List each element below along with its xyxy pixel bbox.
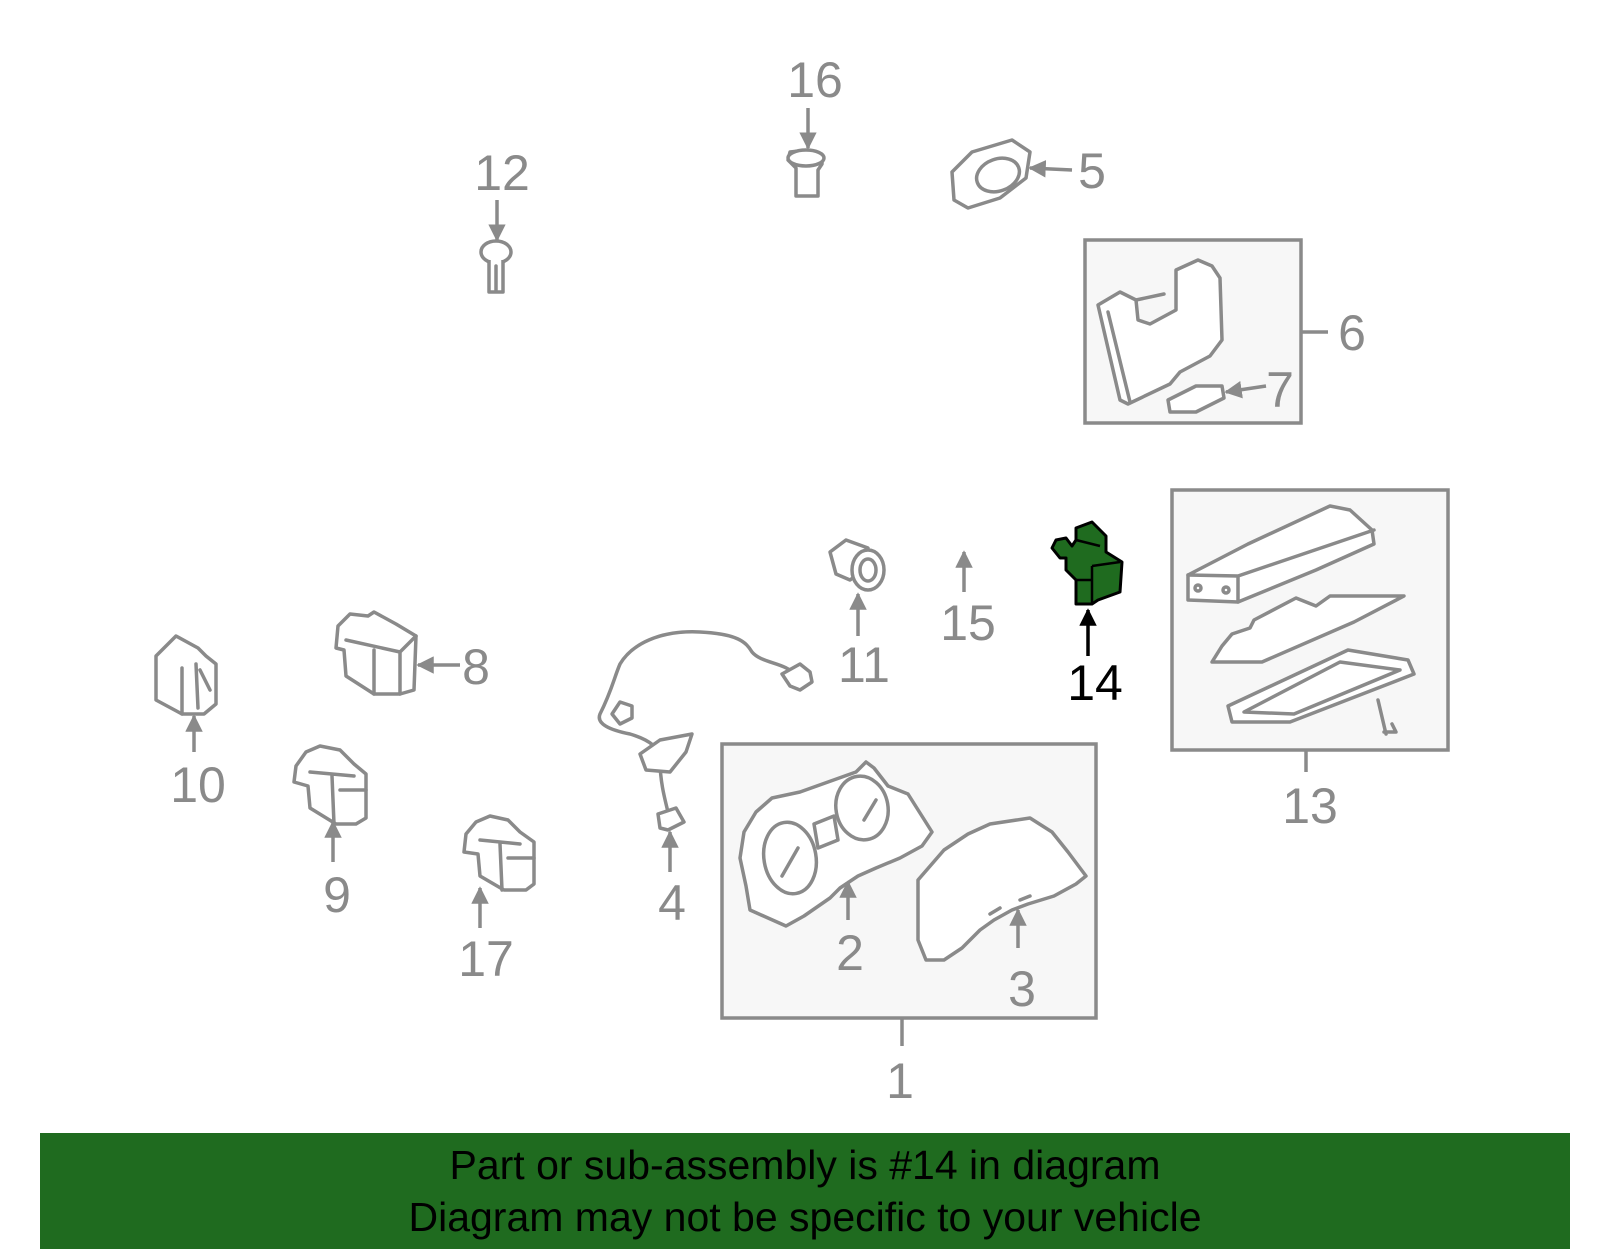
callout-3: 3: [1008, 961, 1036, 1017]
part-8-switch[interactable]: [334, 610, 418, 696]
callout-8: 8: [462, 639, 490, 695]
part-11-bezel[interactable]: [828, 538, 886, 592]
part-10-switch[interactable]: [154, 634, 218, 716]
part-14-highlighted-sensor[interactable]: [1050, 520, 1124, 606]
part-3-cluster-lens[interactable]: [916, 816, 1088, 962]
part-6-circuit-board[interactable]: [1096, 258, 1224, 406]
banner-line-1: Part or sub-assembly is #14 in diagram: [449, 1142, 1161, 1188]
callout-17: 17: [458, 931, 514, 987]
callout-2: 2: [836, 925, 864, 981]
info-banner: Part or sub-assembly is #14 in diagram D…: [40, 1133, 1570, 1249]
callout-5: 5: [1078, 143, 1106, 199]
part-17-switch[interactable]: [462, 814, 536, 892]
callout-10: 10: [170, 757, 226, 813]
callout-11: 11: [838, 637, 890, 693]
callout-14: 14: [1067, 655, 1123, 711]
callout-4: 4: [658, 875, 686, 931]
part-5-sensor[interactable]: [950, 138, 1032, 210]
banner-line-2: Diagram may not be specific to your vehi…: [408, 1194, 1202, 1240]
callout-7: 7: [1266, 362, 1294, 418]
part-13-control-unit[interactable]: [1186, 504, 1416, 736]
callout-15: 15: [940, 595, 996, 651]
part-9-switch[interactable]: [292, 744, 368, 826]
callout-9: 9: [323, 867, 351, 923]
part-16-clip[interactable]: [786, 148, 826, 198]
callout-13: 13: [1282, 778, 1338, 834]
part-7-connector[interactable]: [1166, 384, 1226, 414]
leader-5: [1028, 160, 1073, 178]
callout-1: 1: [886, 1053, 914, 1109]
part-15-hose[interactable]: [933, 509, 995, 559]
callout-16: 16: [787, 52, 843, 108]
part-2-instrument-cluster[interactable]: [738, 760, 934, 928]
callout-12: 12: [474, 145, 530, 201]
part-12-push-pin[interactable]: [479, 239, 513, 294]
part-4-harness[interactable]: [597, 630, 814, 832]
leader-7: [1224, 381, 1267, 399]
callout-6: 6: [1338, 305, 1366, 361]
